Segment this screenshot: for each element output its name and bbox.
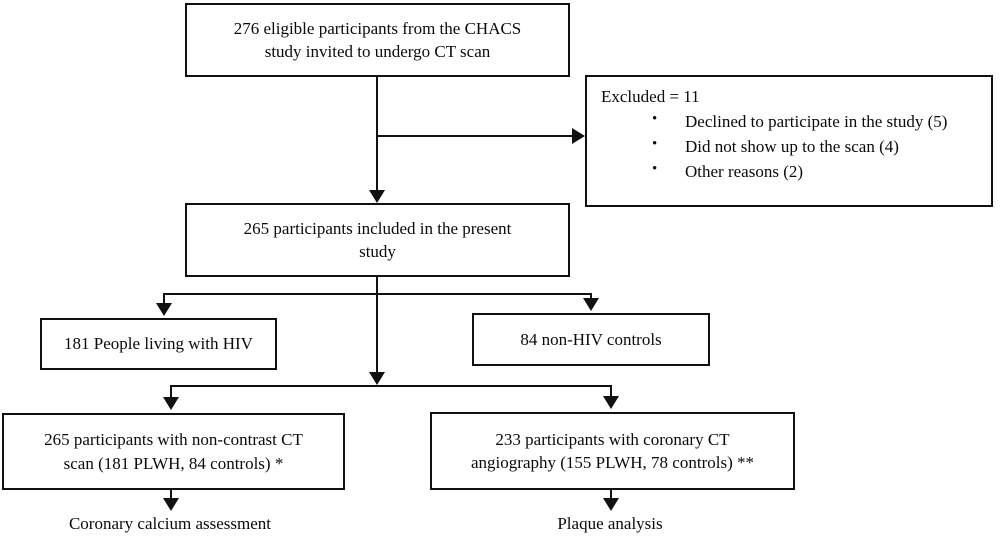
caption-coronary-calcium-assessment: Coronary calcium assessment (68, 514, 272, 533)
list-item: Other reasons (2) (597, 159, 981, 185)
node-excluded: Excluded = 11 Declined to participate in… (585, 75, 993, 207)
connector-trunk-to-excluded (376, 135, 572, 137)
arrowhead-plwh (156, 303, 172, 316)
connector-split-to-non-contrast-ct (170, 385, 172, 399)
node-ct-angiography-label: 233 participants with coronary CT angiog… (471, 429, 754, 472)
connector-angio-to-plaque (610, 490, 612, 503)
connector-ct-to-calcium (170, 490, 172, 503)
node-ct-angiography: 233 participants with coronary CT angiog… (430, 412, 795, 490)
list-item: Declined to participate in the study (5) (597, 109, 981, 135)
arrowhead-plaque (603, 498, 619, 511)
node-included-participants-label: 265 participants included in the present… (243, 218, 512, 261)
connector-split-to-plwh (163, 293, 165, 305)
connector-split-to-angiography (610, 385, 612, 399)
node-non-contrast-ct-label: 265 participants with non-contrast CT sc… (44, 430, 303, 473)
node-screened-participants-label: 276 eligible participants from the CHACS… (233, 18, 522, 61)
list-item: Did not show up to the scan (4) (597, 134, 981, 160)
node-people-living-with-hiv: 181 People living with HIV (40, 318, 277, 370)
arrowhead-non-contrast-ct (163, 397, 179, 410)
connector-split-to-controls (590, 293, 592, 301)
node-non-hiv-controls-label: 84 non-HIV controls (520, 329, 662, 349)
node-non-contrast-ct: 265 participants with non-contrast CT sc… (2, 413, 345, 490)
caption-plaque-analysis: Plaque analysis (557, 514, 663, 533)
arrowhead-controls (583, 298, 599, 311)
arrowhead-second-split (369, 372, 385, 385)
arrowhead-excluded (572, 128, 585, 144)
node-non-hiv-controls: 84 non-HIV controls (472, 313, 710, 366)
node-screened-participants: 276 eligible participants from the CHACS… (185, 3, 570, 77)
split-bar-cohort (163, 293, 590, 295)
node-people-living-with-hiv-label: 181 People living with HIV (64, 334, 253, 354)
split-bar-imaging (170, 385, 610, 387)
excluded-reasons-list: Declined to participate in the study (5)… (597, 109, 981, 185)
arrowhead-calcium (163, 498, 179, 511)
arrowhead-included (369, 190, 385, 203)
connector-screened-to-included (376, 77, 378, 190)
excluded-title: Excluded = 11 (601, 87, 700, 106)
node-included-participants: 265 participants included in the present… (185, 203, 570, 277)
arrowhead-angiography (603, 396, 619, 409)
connector-included-trunk (376, 277, 378, 372)
